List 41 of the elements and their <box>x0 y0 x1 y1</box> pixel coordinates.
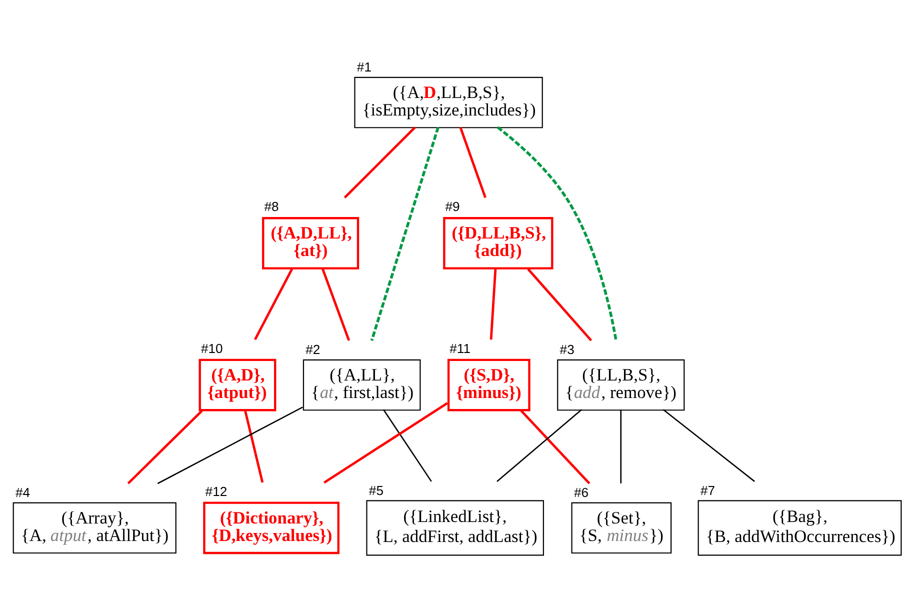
connector <box>620 409 622 483</box>
node-box: ({A,D,LL}, {at}) <box>262 216 360 269</box>
connector <box>244 410 264 482</box>
node-label: #4 <box>16 484 30 500</box>
node-label: #7 <box>700 482 716 498</box>
connector <box>490 268 497 340</box>
connector <box>459 126 486 198</box>
node-label: #9 <box>445 198 460 214</box>
connector <box>324 402 448 484</box>
node-box: ({Set}, {S, minus}) <box>571 502 672 554</box>
connector <box>520 409 590 484</box>
node-box: ({LinkedList}, {L, addFirst, addLast}) <box>366 500 544 556</box>
connector <box>322 268 350 340</box>
node-label: #8 <box>264 198 279 214</box>
node-label: #2 <box>306 342 320 357</box>
node-label: #3 <box>560 342 574 357</box>
connector <box>496 408 582 482</box>
node-label: #11 <box>450 340 470 356</box>
node-box: ({LL,B,S}, {add, remove}) <box>557 358 685 410</box>
node-label: #10 <box>200 340 223 356</box>
node-box: ({Array}, {A, atput, atAllPut}) <box>12 502 176 554</box>
node-label: #6 <box>574 484 589 500</box>
node-box: ({D,LL,B,S}, {add}) <box>443 216 554 269</box>
connector <box>254 268 294 340</box>
node-box: ({A,LL}, {at, first,last}) <box>302 358 421 410</box>
connector <box>496 126 618 340</box>
node-box: ({Dictionary}, {D,keys,values}) <box>203 501 340 554</box>
node-label: #12 <box>205 483 228 498</box>
connector <box>370 126 440 340</box>
connector <box>382 408 432 482</box>
node-box: ({A,D}, {atput}) <box>198 358 276 411</box>
node-label: #1 <box>356 59 372 74</box>
node-label: #5 <box>368 482 384 498</box>
node-box: ({Bag}, {B, addWithOccurrences}) <box>698 500 902 556</box>
node-box: ({A,D,LL,B,S}, {isEmpty,size,includes}) <box>354 76 543 128</box>
connector <box>662 408 755 482</box>
connector <box>127 409 203 484</box>
connector <box>527 268 592 341</box>
connector <box>344 126 416 198</box>
connector <box>157 406 303 484</box>
node-box: ({S,D}, {minus}) <box>447 358 530 411</box>
